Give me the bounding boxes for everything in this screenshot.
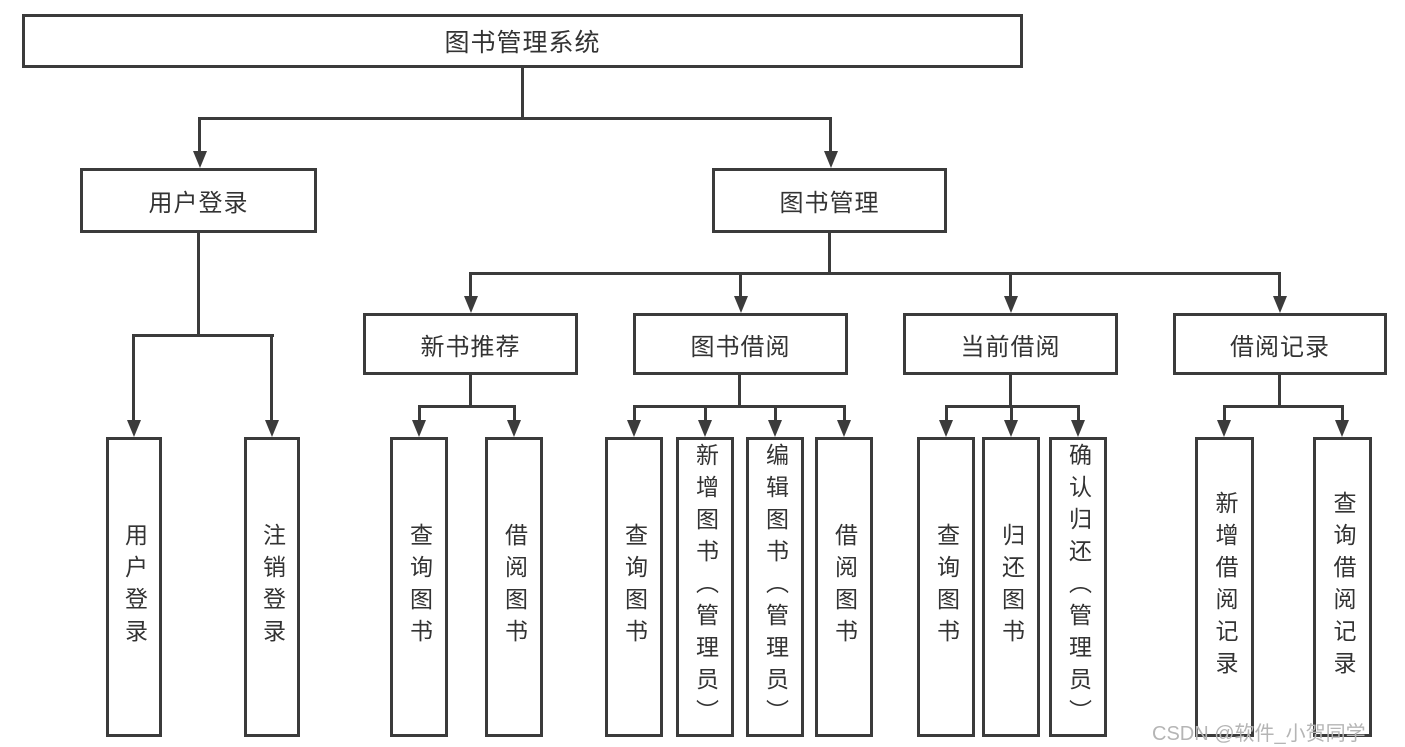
- arrow-down-icon: [734, 296, 748, 313]
- arrow-down-icon: [1004, 296, 1018, 313]
- connector-line: [513, 405, 516, 424]
- node-book-borrow: 图书借阅: [633, 313, 848, 375]
- connector-line: [739, 272, 742, 300]
- connector-line: [1223, 405, 1344, 408]
- connector-line: [1010, 405, 1013, 424]
- connector-line: [469, 375, 472, 407]
- connector-line: [633, 405, 636, 424]
- leaf-label: 编辑图书（管理员）: [762, 443, 789, 731]
- connector-line: [1223, 405, 1226, 424]
- connector-line: [132, 334, 274, 337]
- leaf-label: 查询借阅记录: [1330, 491, 1356, 683]
- node-book-management: 图书管理: [712, 168, 947, 233]
- leaf-label: 查询图书: [406, 523, 433, 651]
- leaf-return-books: 归还图书: [982, 437, 1040, 737]
- leaf-borrow-books: 借阅图书: [815, 437, 873, 737]
- leaf-label: 借阅图书: [831, 523, 858, 651]
- connector-line: [198, 117, 201, 153]
- connector-line: [1278, 272, 1281, 300]
- arrow-down-icon: [627, 420, 641, 437]
- connector-line: [1077, 405, 1080, 424]
- leaf-add-books-admin: 新增图书（管理员）: [676, 437, 734, 737]
- leaf-label: 注销登录: [259, 523, 286, 651]
- connector-line: [738, 375, 741, 407]
- leaf-label: 确认归还（管理员）: [1065, 443, 1092, 731]
- leaf-label: 用户登录: [121, 523, 148, 651]
- connector-line: [1009, 375, 1012, 407]
- leaf-label: 新增图书（管理员）: [692, 443, 719, 731]
- leaf-confirm-return-admin: 确认归还（管理员）: [1049, 437, 1107, 737]
- leaf-query-books: 查询图书: [605, 437, 663, 737]
- leaf-query-borrow-record: 查询借阅记录: [1313, 437, 1372, 737]
- connector-line: [198, 117, 832, 120]
- connector-line: [1009, 272, 1012, 300]
- arrow-down-icon: [127, 420, 141, 437]
- arrow-down-icon: [507, 420, 521, 437]
- connector-line: [197, 233, 200, 335]
- arrow-down-icon: [1071, 420, 1085, 437]
- connector-line: [132, 334, 135, 422]
- node-root: 图书管理系统: [22, 14, 1023, 68]
- leaf-borrow-books: 借阅图书: [485, 437, 543, 737]
- connector-line: [633, 405, 846, 408]
- arrow-down-icon: [193, 151, 207, 168]
- leaf-edit-books-admin: 编辑图书（管理员）: [746, 437, 804, 737]
- connector-line: [1341, 405, 1344, 424]
- leaf-query-books: 查询图书: [917, 437, 975, 737]
- leaf-add-borrow-record: 新增借阅记录: [1195, 437, 1254, 737]
- leaf-label: 归还图书: [998, 523, 1025, 651]
- node-user-login: 用户登录: [80, 168, 317, 233]
- connector-line: [945, 405, 948, 424]
- connector-line: [774, 405, 777, 424]
- node-borrow-records: 借阅记录: [1173, 313, 1387, 375]
- leaf-label: 查询图书: [621, 523, 648, 651]
- arrow-down-icon: [464, 296, 478, 313]
- connector-line: [418, 405, 421, 424]
- connector-line: [704, 405, 707, 424]
- arrow-down-icon: [265, 420, 279, 437]
- arrow-down-icon: [768, 420, 782, 437]
- leaf-label: 查询图书: [933, 523, 960, 651]
- connector-line: [521, 68, 524, 118]
- leaf-label: 借阅图书: [501, 523, 528, 651]
- node-current-borrow: 当前借阅: [903, 313, 1118, 375]
- leaf-user-login: 用户登录: [106, 437, 162, 737]
- arrow-down-icon: [1217, 420, 1231, 437]
- arrow-down-icon: [824, 151, 838, 168]
- leaf-label: 新增借阅记录: [1212, 491, 1238, 683]
- connector-line: [469, 272, 1281, 275]
- leaf-query-books: 查询图书: [390, 437, 448, 737]
- connector-line: [828, 233, 831, 275]
- watermark: CSDN @软件_小贺同学: [1152, 723, 1366, 745]
- connector-line: [469, 272, 472, 300]
- arrow-down-icon: [837, 420, 851, 437]
- connector-line: [843, 405, 846, 424]
- arrow-down-icon: [1004, 420, 1018, 437]
- arrow-down-icon: [1273, 296, 1287, 313]
- connector-line: [1278, 375, 1281, 407]
- connector-line: [270, 334, 273, 422]
- arrow-down-icon: [1335, 420, 1349, 437]
- arrow-down-icon: [412, 420, 426, 437]
- arrow-down-icon: [698, 420, 712, 437]
- connector-line: [829, 117, 832, 153]
- connector-line: [418, 405, 516, 408]
- node-new-book-recommend: 新书推荐: [363, 313, 578, 375]
- arrow-down-icon: [939, 420, 953, 437]
- leaf-logout: 注销登录: [244, 437, 300, 737]
